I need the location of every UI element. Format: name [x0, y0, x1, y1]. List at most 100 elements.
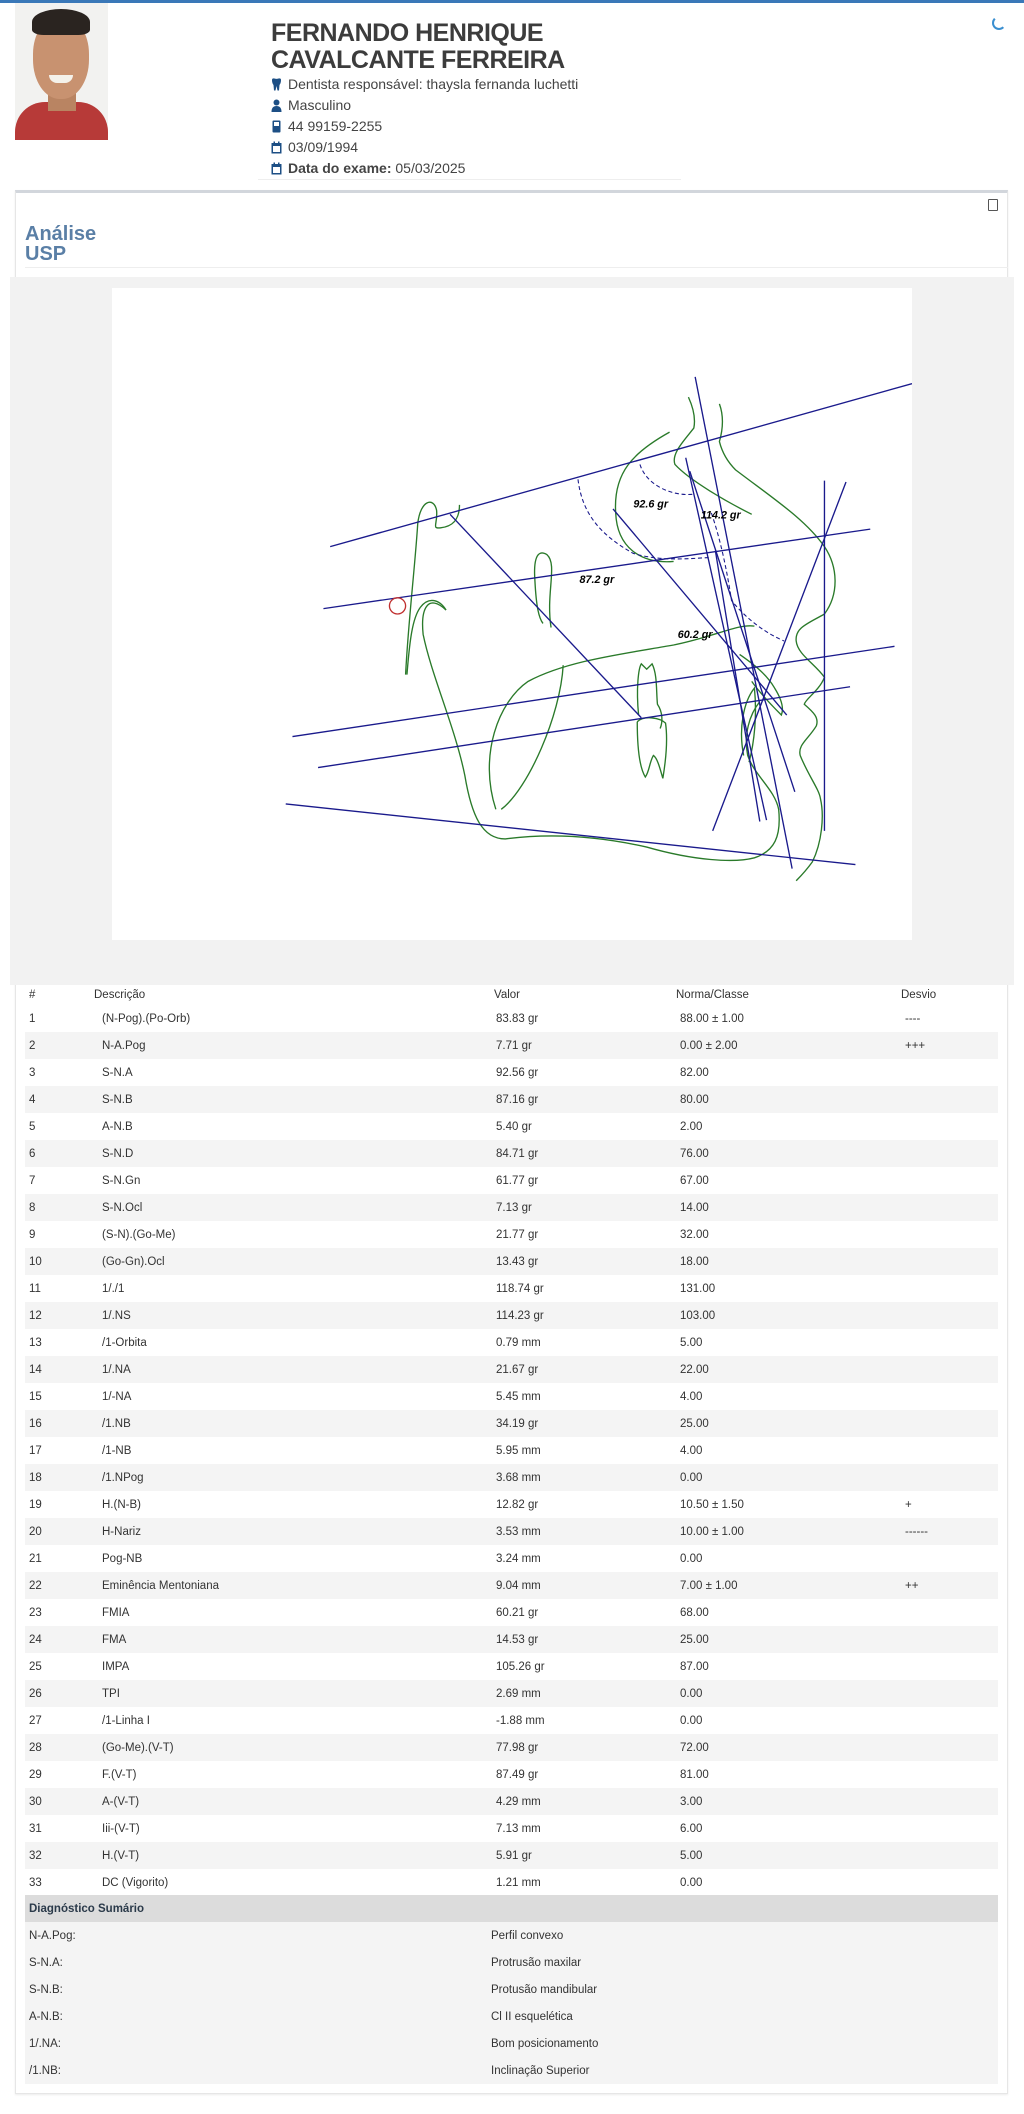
diagnosis-result: Bom posicionamento: [487, 2030, 998, 2057]
row-deviation: [897, 1383, 998, 1410]
reference-line: [285, 803, 856, 866]
row-value: 2.69 mm: [490, 1680, 672, 1707]
row-number: 32: [25, 1842, 90, 1869]
row-deviation: ------: [897, 1518, 998, 1545]
analysis-title: Análise USP: [25, 224, 96, 264]
row-description: (Go-Gn).Ocl: [90, 1248, 490, 1275]
row-description: FMIA: [102, 1606, 130, 1619]
row-number: 7: [29, 1174, 36, 1187]
row-value: 5.40 gr: [496, 1120, 532, 1133]
row-number: 9: [29, 1228, 36, 1241]
row-deviation: +: [905, 1498, 912, 1511]
diagnosis-result: Protusão mandibular: [487, 1976, 998, 2003]
row-deviation: [897, 1680, 998, 1707]
row-value: 105.26 gr: [496, 1660, 545, 1673]
row-value: 84.71 gr: [490, 1140, 672, 1167]
row-description: (N-Pog).(Po-Orb): [102, 1012, 191, 1025]
row-value: 60.21 gr: [496, 1606, 539, 1619]
row-norm: 7.00 ± 1.00: [672, 1572, 897, 1599]
diagnosis-result: Perfil convexo: [487, 1922, 998, 1949]
row-number: 17: [29, 1444, 42, 1457]
row-deviation: [897, 1653, 998, 1680]
contour: [421, 602, 780, 862]
row-number: 8: [25, 1194, 90, 1221]
diagnosis-measure: S-N.B:: [25, 1976, 487, 2003]
dentist-label: Dentista responsável:: [288, 76, 423, 92]
row-norm: 4.00: [680, 1390, 703, 1403]
column-header-number: #: [29, 989, 36, 1001]
row-norm: 18.00: [672, 1248, 897, 1275]
diagnosis-summary-table: Diagnóstico Sumário N-A.Pog:Perfil conve…: [25, 1895, 998, 2084]
contour: [739, 653, 784, 763]
row-norm: 14.00: [672, 1194, 897, 1221]
mobile-phone-icon: [272, 120, 281, 132]
diagnosis-row: A-N.B:Cl II esquelética: [25, 2003, 998, 2030]
row-description: 1/.NA: [90, 1356, 490, 1383]
reference-line: [330, 382, 912, 548]
column-header-description: Descrição: [94, 989, 146, 1001]
row-norm: 5.00: [680, 1336, 703, 1349]
row-description: /1-Linha I: [102, 1714, 150, 1727]
angle-label: 87.2 gr: [579, 574, 615, 586]
row-deviation: [897, 1626, 998, 1653]
row-deviation: [897, 1167, 998, 1194]
row-value: 14.53 gr: [490, 1626, 672, 1653]
tooth-icon: [272, 77, 281, 90]
row-description: A-N.B: [102, 1120, 133, 1133]
row-number: 33: [29, 1876, 42, 1889]
angle-arcs: [577, 464, 785, 642]
diagnosis-measure: /1.NB:: [25, 2057, 487, 2084]
row-description: N-A.Pog: [90, 1032, 490, 1059]
diagnosis-row: /1.NB:Inclinação Superior: [25, 2057, 998, 2084]
column-header-norm: Norma/Classe: [676, 989, 749, 1001]
diagnosis-result: Inclinação Superior: [487, 2057, 998, 2084]
row-norm: 32.00: [680, 1228, 709, 1241]
divider: [258, 179, 681, 180]
diagnosis-measure: 1/.NA:: [25, 2030, 487, 2057]
diagnosis-measure: S-N.A:: [25, 1949, 487, 1976]
row-description: (S-N).(Go-Me): [102, 1228, 176, 1241]
row-description: IMPA: [102, 1660, 130, 1673]
row-description: DC (Vigorito): [102, 1876, 169, 1889]
row-norm: 4.00: [680, 1444, 703, 1457]
row-deviation: [897, 1761, 998, 1788]
analysis-title-line1: Análise: [25, 223, 97, 245]
row-deviation: [897, 1545, 998, 1572]
row-deviation: ++: [897, 1572, 998, 1599]
row-description: /1.NPog: [90, 1464, 490, 1491]
row-norm: 131.00: [680, 1282, 716, 1295]
exam-date-value: 05/03/2025: [395, 160, 466, 176]
row-deviation: [897, 1437, 998, 1464]
row-norm: 6.00: [680, 1822, 703, 1835]
patient-name-line2: CAVALCANTE FERREIRA: [271, 46, 565, 74]
row-value: 61.77 gr: [496, 1174, 539, 1187]
sex-info: Masculino: [271, 95, 351, 115]
note-icon[interactable]: [988, 199, 998, 211]
reference-line: [714, 550, 761, 822]
row-norm: 5.00: [672, 1842, 897, 1869]
row-value: 7.13 gr: [490, 1194, 672, 1221]
row-value: 5.45 mm: [496, 1390, 541, 1403]
row-norm: 80.00: [672, 1086, 897, 1113]
row-number: 19: [29, 1498, 42, 1511]
angle-arc: [639, 464, 694, 496]
row-deviation: [897, 1302, 998, 1329]
row-deviation: [897, 1059, 998, 1086]
row-value: 4.29 mm: [490, 1788, 672, 1815]
row-description: H-Nariz: [90, 1518, 490, 1545]
row-value: 9.04 mm: [490, 1572, 672, 1599]
row-description: Eminência Mentoniana: [90, 1572, 490, 1599]
row-description: 1/./1: [102, 1282, 125, 1295]
contour: [406, 599, 447, 675]
row-description: /1.NB: [90, 1410, 490, 1437]
exam-date-info: Data do exame: 05/03/2025: [271, 158, 465, 178]
cephalometric-tracing: 92.6 gr 114.2 gr 87.2 gr 60.2 gr: [112, 288, 912, 940]
